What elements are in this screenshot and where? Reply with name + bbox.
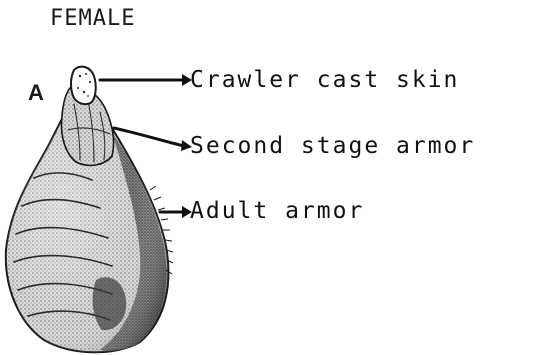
label-second-stage-armor: Second stage armor (190, 133, 475, 159)
crawler-cast-skin-shape (71, 67, 96, 104)
label-crawler-cast-skin: Crawler cast skin (190, 67, 459, 93)
label-adult-armor: Adult armor (190, 198, 364, 224)
leader-line-second-stage (114, 128, 184, 146)
